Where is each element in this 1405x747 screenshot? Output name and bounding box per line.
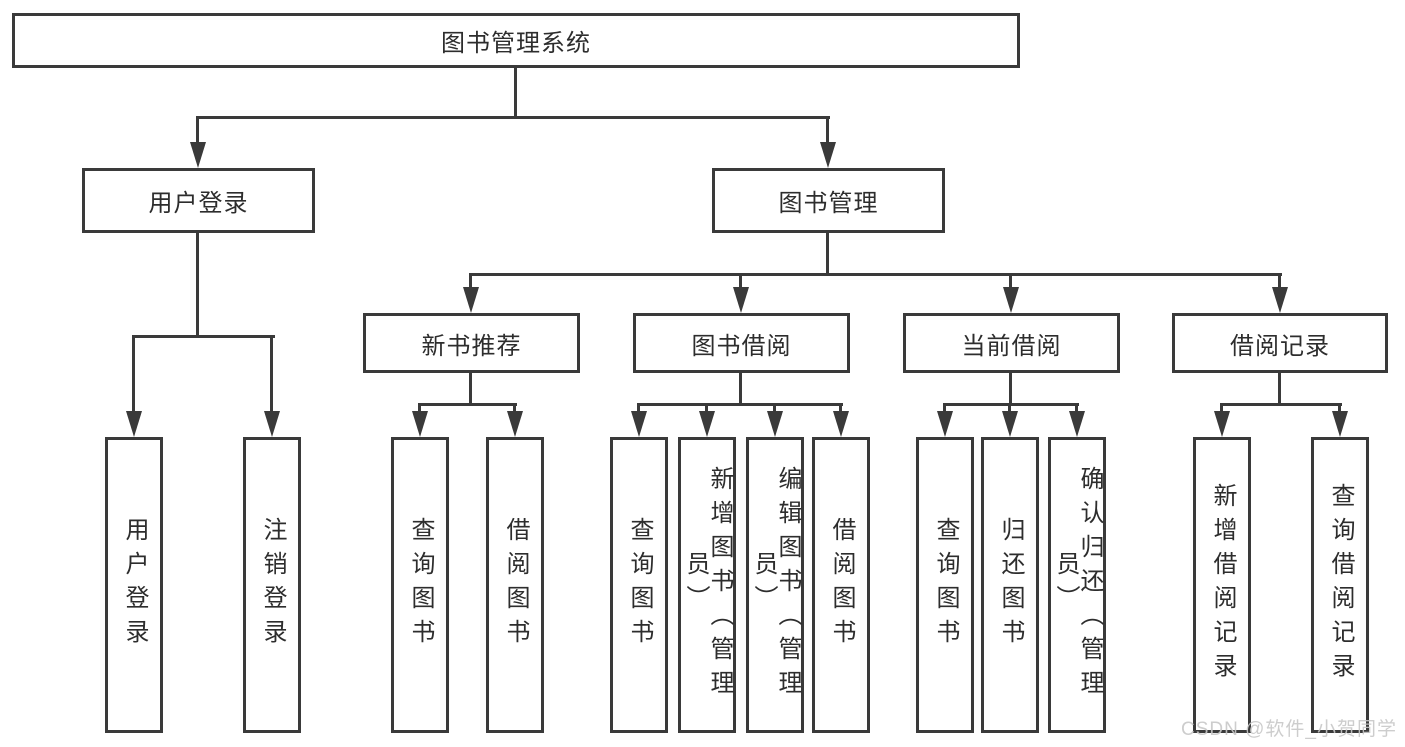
connector-to-borrowing [739, 275, 742, 289]
connector-to-records [1278, 275, 1281, 289]
node-new-book-recommendation: 新书推荐 [363, 313, 580, 373]
arrowhead-leaf-user-login [126, 411, 142, 437]
connector-records-rail [1220, 403, 1342, 406]
connector-newbook-child2 [513, 405, 516, 415]
arrowhead-records-query [1332, 411, 1348, 437]
connector-current-stem [1009, 373, 1012, 405]
arrowhead-newbook-query [412, 411, 428, 437]
connector-root-rail [196, 116, 830, 119]
arrowhead-records [1272, 287, 1288, 313]
connector-records-child1 [1220, 405, 1223, 415]
node-current-borrowing: 当前借阅 [903, 313, 1120, 373]
connector-bookmgmt-stem [826, 233, 829, 275]
connector-root-stem [514, 68, 517, 118]
node-leaf-records-query: 查询借阅记录 [1311, 437, 1369, 733]
node-leaf-user-login: 用户登录 [105, 437, 163, 733]
arrowhead-current-query [937, 411, 953, 437]
connector-borrowing-child2 [705, 405, 708, 415]
arrowhead-current [1003, 287, 1019, 313]
connector-root-to-userlogin [196, 118, 199, 146]
arrowhead-userlogin [190, 142, 206, 168]
node-borrowing-records: 借阅记录 [1172, 313, 1388, 373]
connector-current-child1 [943, 405, 946, 415]
arrowhead-borrowing-borrow [833, 411, 849, 437]
connector-borrowing-rail [637, 403, 843, 406]
node-leaf-newbook-borrow: 借阅图书 [486, 437, 544, 733]
arrowhead-newbook-borrow [507, 411, 523, 437]
node-leaf-borrowing-edit-admin: 编辑图书（管理员） [746, 437, 804, 733]
arrowhead-current-return [1002, 411, 1018, 437]
node-leaf-current-return: 归还图书 [981, 437, 1039, 733]
connector-current-rail [943, 403, 1079, 406]
connector-bookmgmt-rail [469, 273, 1282, 276]
connector-newbook-child1 [418, 405, 421, 415]
connector-borrowing-child4 [839, 405, 842, 415]
node-user-login-branch: 用户登录 [82, 168, 315, 233]
connector-newbook-rail [418, 403, 517, 406]
connector-userlogin-child2 [270, 337, 273, 415]
connector-newbook-stem [469, 373, 472, 405]
connector-borrowing-stem [739, 373, 742, 405]
arrowhead-borrowing-query [631, 411, 647, 437]
csdn-watermark: CSDN @软件_小贺同学 [1181, 719, 1397, 740]
node-leaf-borrowing-borrow: 借阅图书 [812, 437, 870, 733]
arrowhead-records-add [1214, 411, 1230, 437]
connector-borrowing-child1 [637, 405, 640, 415]
connector-current-child2 [1008, 405, 1011, 415]
node-leaf-current-confirm-return-admin: 确认归还（管理员） [1048, 437, 1106, 733]
connector-records-child2 [1338, 405, 1341, 415]
arrowhead-borrowing-edit [767, 411, 783, 437]
node-root-system: 图书管理系统 [12, 13, 1020, 68]
arrowhead-borrowing [733, 287, 749, 313]
node-leaf-borrowing-add-admin: 新增图书（管理员） [678, 437, 736, 733]
node-book-borrowing: 图书借阅 [633, 313, 850, 373]
arrowhead-current-confirm [1069, 411, 1085, 437]
connector-root-to-bookmgmt [826, 118, 829, 146]
connector-to-newbook [469, 275, 472, 289]
node-leaf-records-add: 新增借阅记录 [1193, 437, 1251, 733]
arrowhead-newbook [463, 287, 479, 313]
node-leaf-newbook-query: 查询图书 [391, 437, 449, 733]
node-leaf-current-query: 查询图书 [916, 437, 974, 733]
node-book-management-branch: 图书管理 [712, 168, 945, 233]
connector-records-stem [1278, 373, 1281, 405]
node-leaf-borrowing-query: 查询图书 [610, 437, 668, 733]
arrowhead-bookmgmt [820, 142, 836, 168]
connector-current-child3 [1075, 405, 1078, 415]
connector-userlogin-stem [196, 233, 199, 337]
connector-to-current [1009, 275, 1012, 289]
connector-userlogin-rail [132, 335, 275, 338]
node-leaf-logout: 注销登录 [243, 437, 301, 733]
arrowhead-borrowing-add [699, 411, 715, 437]
arrowhead-leaf-logout [264, 411, 280, 437]
connector-userlogin-child1 [132, 337, 135, 415]
connector-borrowing-child3 [773, 405, 776, 415]
